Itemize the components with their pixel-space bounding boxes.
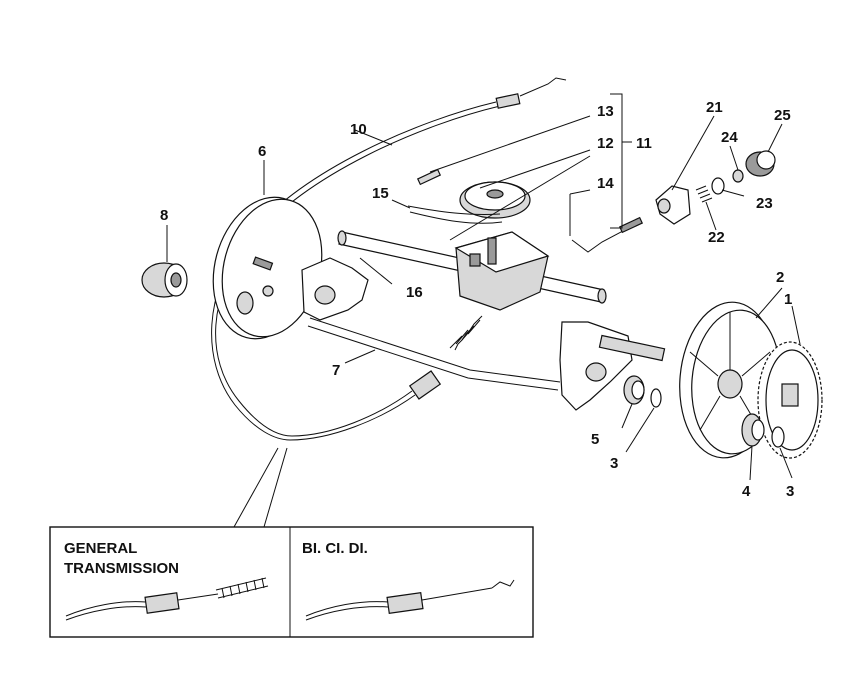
ring-3-right	[771, 426, 785, 448]
leader-lines	[166, 115, 801, 481]
label-11: 11	[636, 135, 652, 152]
label-5: 5	[591, 431, 599, 448]
bracket-left	[301, 257, 369, 321]
washer-23	[711, 177, 725, 195]
label-1: 1	[784, 291, 792, 308]
bearing-5	[623, 375, 645, 405]
label-22: 22	[708, 229, 725, 246]
ring-3-left	[650, 388, 662, 408]
label-24: 24	[721, 129, 738, 146]
label-2: 2	[776, 269, 784, 286]
label-8: 8	[160, 207, 168, 224]
inset-right-title: BI. CI. DI.	[302, 540, 368, 557]
spring-22	[695, 185, 713, 203]
label-21: 21	[706, 99, 723, 116]
label-3-right: 3	[786, 483, 794, 500]
bicidi-cable	[305, 579, 515, 621]
spring	[449, 315, 483, 351]
label-10: 10	[350, 121, 367, 138]
label-14: 14	[597, 175, 614, 192]
cable-variants-inset: GENERAL TRANSMISSION BI. CI. DI.	[49, 526, 534, 638]
label-12: 12	[597, 135, 614, 152]
knob-25	[745, 150, 776, 177]
inset-left-title-line2: TRANSMISSION	[64, 560, 179, 577]
bracket-right	[559, 321, 666, 411]
pinion-8	[141, 262, 188, 298]
label-7: 7	[332, 362, 340, 379]
lever-cap-21	[655, 185, 691, 225]
label-4: 4	[742, 483, 751, 500]
label-16: 16	[406, 284, 423, 301]
pulley-belt	[407, 181, 531, 224]
label-15: 15	[372, 185, 389, 202]
lever-rod-14	[571, 216, 644, 253]
pinion-4	[741, 413, 765, 447]
gear-1	[757, 341, 823, 459]
label-25: 25	[774, 107, 791, 124]
control-cable	[211, 77, 567, 441]
group-bracket-11	[610, 93, 632, 229]
label-3-left: 3	[610, 455, 618, 472]
general-transmission-cable	[65, 577, 269, 621]
part-numbers: 10 13 12 11 14 15 16 6 8 7 5 3 21 24 25 …	[160, 99, 794, 500]
label-13: 13	[597, 103, 614, 120]
gearbox	[454, 231, 550, 311]
inset-left-title-line1: GENERAL	[64, 540, 137, 557]
inset-callout	[233, 447, 288, 528]
label-6: 6	[258, 143, 266, 160]
key-pin-13	[416, 168, 442, 186]
axle-rod	[307, 317, 561, 391]
label-23: 23	[756, 195, 773, 212]
nut-24	[732, 169, 744, 183]
wheel-cover-left	[212, 196, 323, 340]
